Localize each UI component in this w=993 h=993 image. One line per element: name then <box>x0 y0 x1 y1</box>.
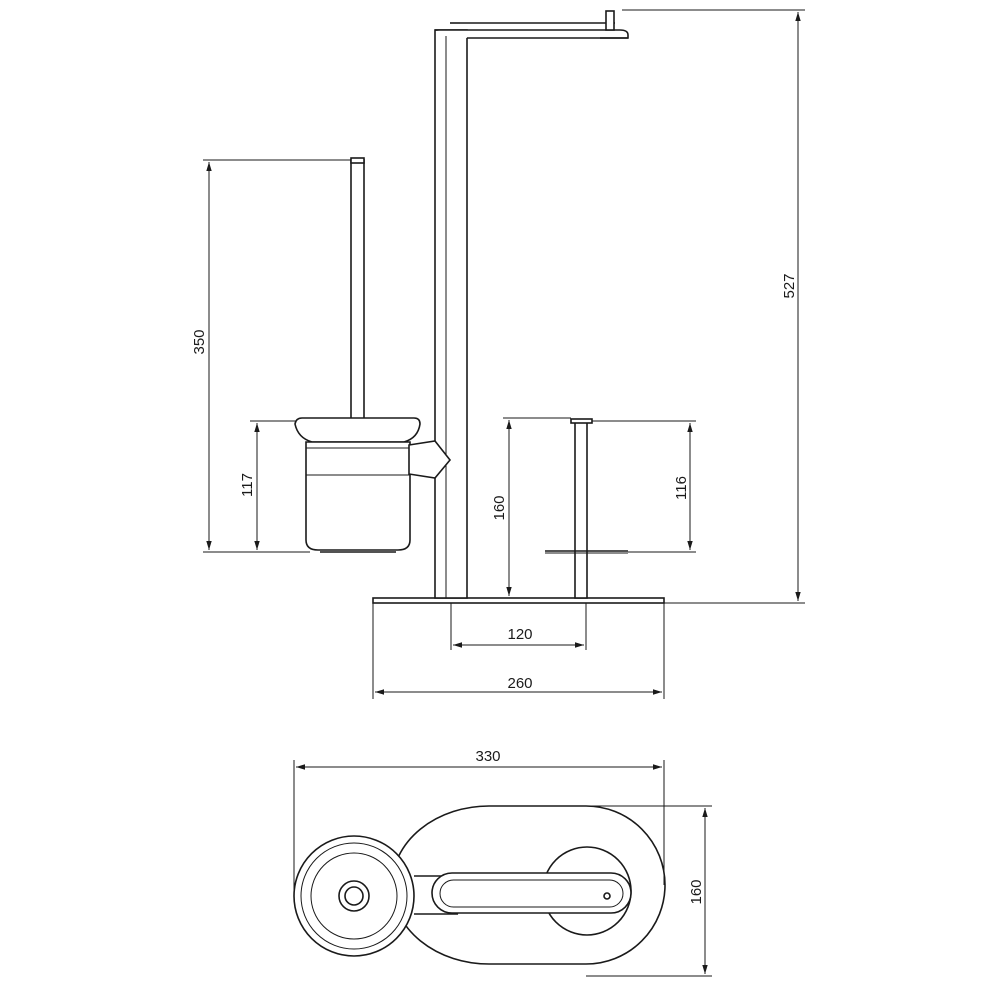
top-dimensions: 330 160 <box>293 748 712 977</box>
brush-bowl-top <box>293 835 415 957</box>
toilet-brush-bowl <box>294 417 421 553</box>
spare-roll-holder <box>545 418 628 599</box>
front-view <box>294 10 665 604</box>
connector-arm-top <box>414 872 632 915</box>
dim-spare-height: 116 <box>673 476 690 500</box>
main-pole <box>434 29 468 599</box>
toilet-brush-handle <box>350 157 365 426</box>
dim-spare-offset: 120 <box>507 626 532 643</box>
dim-height-total: 527 <box>781 273 798 298</box>
top-view <box>293 805 666 965</box>
dim-bowl-height: 117 <box>239 473 256 497</box>
dim-top-depth: 160 <box>688 879 705 904</box>
arm-end-dot <box>603 892 611 900</box>
dim-top-width: 330 <box>475 748 500 765</box>
front-dimensions: 527 350 117 160 116 120 260 <box>191 9 805 699</box>
dim-base-width: 260 <box>507 675 532 692</box>
base-plate <box>372 597 665 604</box>
dim-brush-height: 350 <box>191 329 208 354</box>
dim-spare-mount: 160 <box>491 495 508 520</box>
paper-holder-arm <box>435 10 629 39</box>
bowl-holder-clip <box>408 440 452 479</box>
